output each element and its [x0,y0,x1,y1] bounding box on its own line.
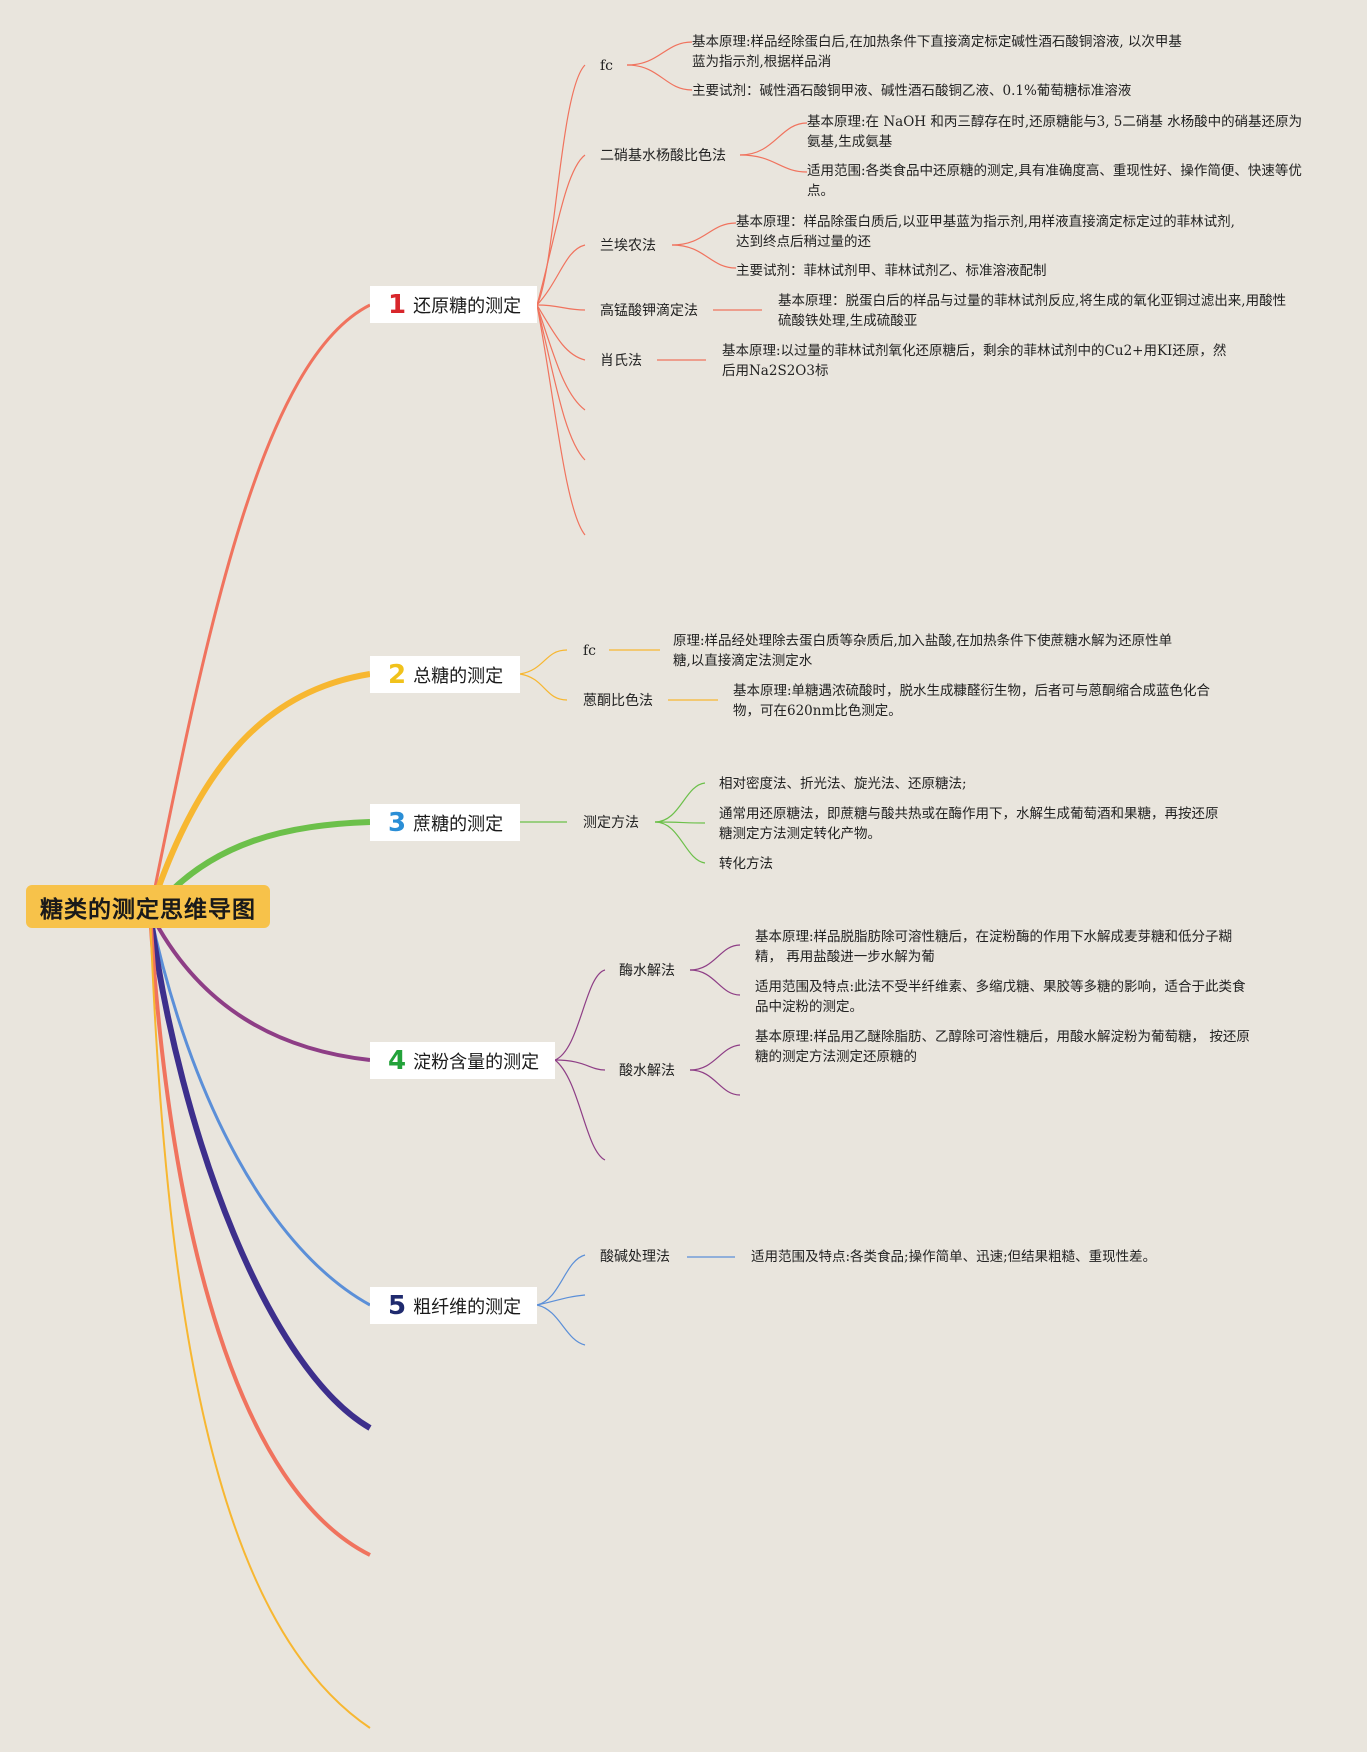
root-title[interactable]: 糖类的测定思维导图 [26,885,270,928]
leaf-1-3-1: 基本原理：样品除蛋白质后,以亚甲基蓝为指示剂,用样液直接滴定标定过的菲林试剂, … [736,214,1235,250]
topic-2-title: 总糖的测定 [413,665,504,687]
topic-3-title: 蔗糖的测定 [413,813,504,835]
topic-1-number: 1 [388,289,407,320]
branch-4-1-label[interactable]: 酶水解法 [619,963,675,979]
leaf-4-1-2: 适用范围及特点:此法不受半纤维素、多缩戊糖、果胶等多糖的影响，适合于此类食品中淀… [755,979,1246,1015]
branch-1-4-label[interactable]: 高锰酸钾滴定法 [600,303,698,319]
topic-5-number: 5 [388,1290,407,1321]
topic-2-branches [519,649,718,701]
branch-1-5-label[interactable]: 肖氏法 [600,353,642,369]
leaf-3-1-2: 通常用还原糖法，即蔗糖与酸共热或在酶作用下，水解生成葡萄酒和果糖，再按还原糖测定… [719,806,1219,842]
connector-root-topic-1 [148,303,371,913]
connector-root-extra-2 [148,911,371,1557]
topic-4-title: 淀粉含量的测定 [413,1051,540,1073]
topic-1-node[interactable]: 1 还原糖的测定 [370,286,537,323]
leaf-1-1-1: 基本原理:样品经除蛋白后,在加热条件下直接滴定标定碱性酒石酸铜溶液, 以次甲基蓝… [692,34,1182,70]
leaf-1-1-2: 主要试剂：碱性酒石酸铜甲液、碱性酒石酸铜乙液、0.1%葡萄糖标准溶液 [692,83,1132,99]
leaf-1-2-2: 适用范围:各类食品中还原糖的测定,具有准确度高、重现性好、操作简便、快速等优点。 [807,163,1302,199]
leaf-1-3-2: 主要试剂：菲林试剂甲、菲林试剂乙、标准溶液配制 [736,263,1047,279]
leaf-5-1-1: 适用范围及特点:各类食品;操作简单、迅速;但结果粗糙、重现性差。 [751,1249,1157,1265]
topic-4-number: 4 [388,1045,407,1076]
topic-5-branches [536,1254,735,1346]
leaf-1-5-1: 基本原理:以过量的菲林试剂氧化还原糖后，剩余的菲林试剂中的Cu2+用KI还原，然… [722,343,1227,379]
branch-1-1-label[interactable]: fc [600,58,614,74]
topic-5-node[interactable]: 5 粗纤维的测定 [370,1287,537,1324]
topic-3-node[interactable]: 3 蔗糖的测定 [370,804,520,841]
topic-2-node[interactable]: 2 总糖的测定 [370,656,520,693]
leaf-4-2-1: 基本原理:样品用乙醚除脂肪、乙醇除可溶性糖后，用酸水解淀粉为葡萄糖， 按还原糖的… [755,1029,1250,1065]
connector-root-topic-2 [147,671,371,913]
topic-3-number: 3 [388,807,407,838]
leaf-1-2-1: 基本原理:在 NaOH 和丙三醇存在时,还原糖能与3, 5二硝基 水杨酸中的硝基… [807,114,1303,150]
branch-2-1-label[interactable]: fc [583,643,597,659]
leaf-1-4-1: 基本原理：脱蛋白后的样品与过量的菲林试剂反应,将生成的氧化亚铜过滤出来,用酸性硫… [778,293,1287,329]
connector-root-topic-5 [148,911,371,1307]
branch-4-2-label[interactable]: 酸水解法 [619,1063,675,1079]
leaf-3-1-3: 转化方法 [719,856,773,872]
leaf-3-1-1: 相对密度法、折光法、旋光法、还原糖法; [719,776,967,792]
topic-4-branches [554,944,741,1161]
leaf-2-2-1: 基本原理:单糖遇浓硫酸时，脱水生成糠醛衍生物，后者可与蒽酮缩合成蓝色化合物，可在… [733,683,1211,719]
connector-root-extra-1 [147,911,372,1431]
topic-5-title: 粗纤维的测定 [413,1296,522,1318]
connector-root-topic-4 [148,911,371,1062]
topic-2-number: 2 [388,659,407,690]
leaf-2-1-1: 原理:样品经处理除去蛋白质等杂质后,加入盐酸,在加热条件下使蔗糖水解为还原性单糖… [673,633,1173,669]
branch-1-2-label[interactable]: 二硝基水杨酸比色法 [600,148,726,164]
topic-3-branches [520,782,706,864]
branch-1-3-label[interactable]: 兰埃农法 [600,238,656,254]
branch-2-2-label[interactable]: 蒽酮比色法 [583,693,653,709]
topic-1-title: 还原糖的测定 [413,295,522,317]
topic-1-branches [536,41,808,536]
branch-3-1-label[interactable]: 测定方法 [583,815,639,831]
branch-5-1-label[interactable]: 酸碱处理法 [600,1249,670,1265]
topic-4-node[interactable]: 4 淀粉含量的测定 [370,1042,555,1079]
leaf-4-1-1: 基本原理:样品脱脂肪除可溶性糖后，在淀粉酶的作用下水解成麦芽糖和低分子糊精， 再… [755,929,1233,965]
connector-root-extra-3 [149,911,371,1729]
